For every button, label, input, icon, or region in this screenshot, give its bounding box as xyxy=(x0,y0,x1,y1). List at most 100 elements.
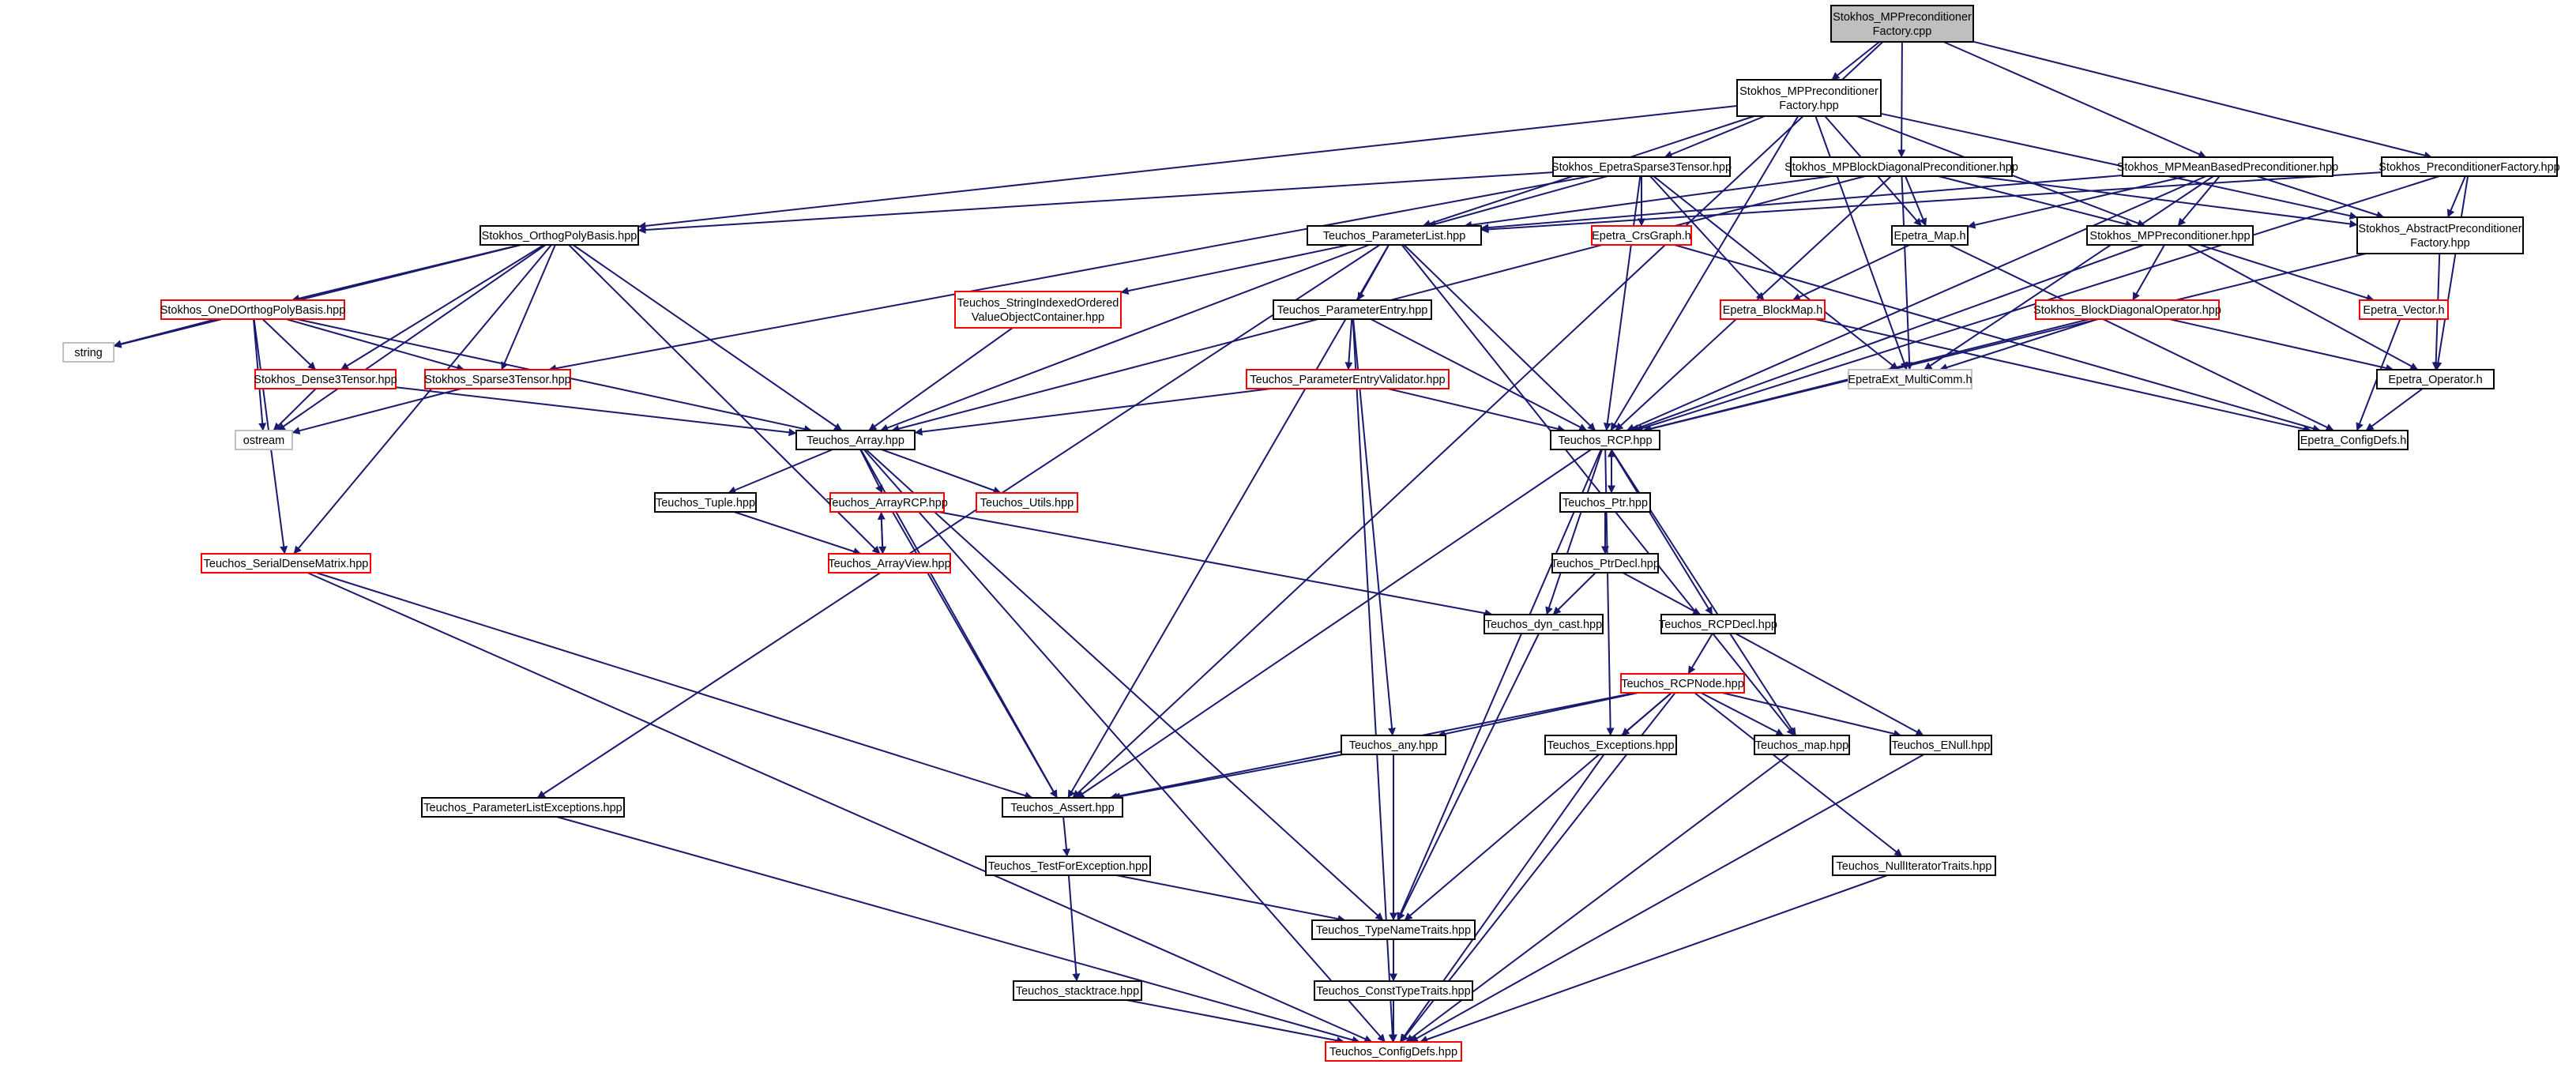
edge-rcpd-to-enull xyxy=(1735,633,1924,736)
node-mpp[interactable]: Stokhos_MPPreconditioner.hpp xyxy=(2086,225,2254,246)
node-label: ostream xyxy=(243,434,284,447)
node-box xyxy=(1552,156,1731,177)
edge-pl-to-asrt xyxy=(1067,244,1390,799)
node-bdo[interactable]: Stokhos_BlockDiagonalOperator.hpp xyxy=(2033,299,2221,320)
edge-rcpn-to-any xyxy=(1437,692,1638,738)
node-label: Teuchos_Exceptions.hpp xyxy=(1547,739,1674,752)
node-ptr[interactable]: Teuchos_Ptr.hpp xyxy=(1559,492,1651,513)
edge-mpmb-to-emc xyxy=(1924,175,2214,370)
edge-rcp-to-asrt xyxy=(1076,449,1592,799)
node-ebm[interactable]: Epetra_BlockMap.h xyxy=(1720,299,1826,320)
edge-mpbd-to-mpp xyxy=(1938,175,2134,228)
edge-mpbd-to-apf xyxy=(1975,175,2358,228)
node-label: Epetra_BlockMap.h xyxy=(1723,304,1823,317)
edge-sdm-to-tcd xyxy=(306,572,1373,1043)
edge-pev-to-rcp xyxy=(1387,388,1566,433)
node-box xyxy=(2376,369,2495,389)
node-mpmb[interactable]: Stokhos_MPMeanBasedPreconditioner.hpp xyxy=(2117,156,2339,177)
edge-mpfh-to-es3t xyxy=(1664,115,1766,159)
node-label: Teuchos_ParameterList.hpp xyxy=(1323,230,1466,243)
node-label: Teuchos_ArrayRCP.hpp xyxy=(826,497,948,510)
node-exc[interactable]: Teuchos_Exceptions.hpp xyxy=(1544,735,1677,755)
node-av[interactable]: Teuchos_ArrayView.hpp xyxy=(828,553,951,573)
node-arr[interactable]: Teuchos_Array.hpp xyxy=(795,430,916,450)
node-label: Teuchos_Array.hpp xyxy=(807,434,904,447)
node-rcpd[interactable]: Teuchos_RCPDecl.hpp xyxy=(1659,614,1777,634)
edge-rcpd-to-rcpn xyxy=(1687,633,1713,675)
node-box xyxy=(829,492,945,513)
node-label: Teuchos_RCPDecl.hpp xyxy=(1659,619,1777,631)
node-label: Teuchos_any.hpp xyxy=(1349,739,1438,752)
node-tcd[interactable]: Teuchos_ConfigDefs.hpp xyxy=(1325,1041,1462,1062)
node-st[interactable]: Teuchos_stacktrace.hpp xyxy=(1013,980,1142,1001)
node-crs[interactable]: Epetra_CrsGraph.h xyxy=(1591,225,1692,246)
node-tfe[interactable]: Teuchos_TestForException.hpp xyxy=(985,856,1151,876)
edge-rcpn-to-enull xyxy=(1722,692,1902,738)
node-rcpn[interactable]: Teuchos_RCPNode.hpp xyxy=(1620,673,1745,694)
node-ctt[interactable]: Teuchos_ConstTypeTraits.hpp xyxy=(1314,980,1473,1001)
node-box xyxy=(160,299,345,320)
node-s3t[interactable]: Stokhos_Sparse3Tensor.hpp xyxy=(424,369,571,389)
edge-pcf-to-apf xyxy=(2446,175,2466,218)
node-nit[interactable]: Teuchos_NullIteratorTraits.hpp xyxy=(1832,856,1996,876)
node-box xyxy=(2086,225,2254,246)
node-utils[interactable]: Teuchos_Utils.hpp xyxy=(976,492,1078,513)
node-eop[interactable]: Epetra_Operator.h xyxy=(2376,369,2495,389)
edge-root-to-mpbd xyxy=(1897,41,1906,158)
edge-ptrd-to-rcpd xyxy=(1622,572,1702,615)
node-label: Stokhos_MPPreconditioner xyxy=(1833,11,1972,24)
node-pev[interactable]: Teuchos_ParameterEntryValidator.hpp xyxy=(1246,369,1450,389)
node-box xyxy=(1559,492,1651,513)
node-asrt[interactable]: Teuchos_Assert.hpp xyxy=(1002,797,1123,818)
node-box xyxy=(1544,735,1677,755)
node-ple[interactable]: Teuchos_ParameterListExceptions.hpp xyxy=(421,797,625,818)
node-box xyxy=(1273,299,1432,320)
edge-pl-to-arr xyxy=(880,244,1370,432)
node-sivc[interactable]: Teuchos_StringIndexedOrderedValueObjectC… xyxy=(954,291,1122,329)
node-box xyxy=(1002,797,1123,818)
edge-pe-to-pev xyxy=(1344,318,1353,370)
edge-mpbd-to-pl xyxy=(1464,175,1832,229)
node-es3t[interactable]: Stokhos_EpetraSparse3Tensor.hpp xyxy=(1551,156,1732,177)
node-mpbd[interactable]: Stokhos_MPBlockDiagonalPreconditioner.hp… xyxy=(1784,156,2018,177)
node-label: Teuchos_SerialDenseMatrix.hpp xyxy=(204,558,369,570)
node-dync[interactable]: Teuchos_dyn_cast.hpp xyxy=(1484,614,1604,634)
node-any[interactable]: Teuchos_any.hpp xyxy=(1341,735,1446,755)
node-rcp[interactable]: Teuchos_RCP.hpp xyxy=(1550,430,1660,450)
node-label: Stokhos_OneDOrthogPolyBasis.hpp xyxy=(160,304,346,317)
node-ecd[interactable]: Epetra_ConfigDefs.h xyxy=(2298,430,2409,450)
node-tnt[interactable]: Teuchos_TypeNameTraits.hpp xyxy=(1311,919,1476,940)
node-emap[interactable]: Epetra_Map.h xyxy=(1891,225,1969,246)
edge-crs-to-ecd xyxy=(1674,244,2321,433)
edge-emap-to-ebm xyxy=(1792,244,1911,301)
node-map[interactable]: Teuchos_map.hpp xyxy=(1754,735,1850,755)
node-evec[interactable]: Epetra_Vector.h xyxy=(2359,299,2449,320)
edge-pe-to-rcp xyxy=(1370,318,1588,431)
node-enull[interactable]: Teuchos_ENull.hpp xyxy=(1890,735,1992,755)
node-apf[interactable]: Stokhos_AbstractPreconditionerFactory.hp… xyxy=(2356,216,2524,254)
node-box xyxy=(62,342,115,363)
node-d3t[interactable]: Stokhos_Dense3Tensor.hpp xyxy=(254,369,397,389)
node-ptrd[interactable]: Teuchos_PtrDecl.hpp xyxy=(1551,553,1660,573)
edge-root-to-mpfh xyxy=(1831,41,1880,81)
edge-d3t-to-arr xyxy=(395,386,797,437)
node-opb[interactable]: Stokhos_OrthogPolyBasis.hpp xyxy=(479,225,639,246)
node-arcp[interactable]: Teuchos_ArrayRCP.hpp xyxy=(826,492,948,513)
node-pcf[interactable]: Stokhos_PreconditionerFactory.hpp xyxy=(2379,156,2560,177)
node-pe[interactable]: Teuchos_ParameterEntry.hpp xyxy=(1273,299,1432,320)
node-box xyxy=(1660,614,1776,634)
node-pl[interactable]: Teuchos_ParameterList.hpp xyxy=(1307,225,1482,246)
node-sdm[interactable]: Teuchos_SerialDenseMatrix.hpp xyxy=(201,553,371,573)
node-label: Teuchos_ConfigDefs.hpp xyxy=(1329,1046,1457,1059)
node-oodb[interactable]: Stokhos_OneDOrthogPolyBasis.hpp xyxy=(160,299,346,320)
node-box xyxy=(1246,369,1450,389)
edge-pl-to-rcp xyxy=(1403,244,1596,431)
node-tup[interactable]: Teuchos_Tuple.hpp xyxy=(654,492,757,513)
node-box xyxy=(1720,299,1826,320)
node-label: Stokhos_MPMeanBasedPreconditioner.hpp xyxy=(2117,161,2339,174)
node-label: Teuchos_stacktrace.hpp xyxy=(1016,985,1139,998)
node-label: Stokhos_PreconditionerFactory.hpp xyxy=(2379,161,2559,174)
